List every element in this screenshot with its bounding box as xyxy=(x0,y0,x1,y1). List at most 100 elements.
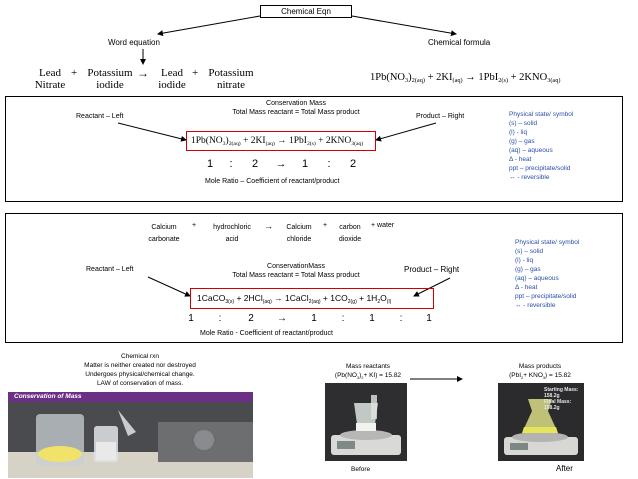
p1-s1: 3 xyxy=(222,141,226,147)
legend2-liquid: (l) - liq xyxy=(515,257,534,264)
panel-conservation-2 xyxy=(5,213,623,343)
p2-word-calcium: Calcium xyxy=(151,224,177,231)
word-potassium: Potassium xyxy=(87,67,133,79)
mass-reactants-equation: (Pb(NO3)2+ KI) = 15.82 xyxy=(318,371,418,382)
mp-s1: 2 xyxy=(521,375,524,380)
chemical-formula-label: Chemical formula xyxy=(428,38,491,47)
mp-c: ) = 15.82 xyxy=(545,372,571,379)
p2-s4: 2(g) xyxy=(347,299,357,305)
p2-t6: O xyxy=(380,293,387,303)
p2-ratio-5: 1 xyxy=(426,313,432,324)
before-scale-photo xyxy=(325,383,407,461)
word-potassium-iodide: Potassium iodide xyxy=(80,67,140,91)
conservation-video-frame[interactable]: Conservation of Mass xyxy=(8,392,253,478)
legend2-aqueous: (aq) – aqueous xyxy=(515,275,559,282)
legend1-heat: Δ - heat xyxy=(509,156,532,163)
arrow-product-right-2 xyxy=(413,277,451,297)
panel1-title: Conservation Mass Total Mass reactant = … xyxy=(196,99,396,117)
after-scale-photo: Starting Mass: 158.2g Final Mass: 158.2g xyxy=(498,383,584,461)
ratio-1: 1 xyxy=(206,158,214,170)
arrow-to-word-equation xyxy=(157,15,261,37)
legend1-reversible: ↔ - reversible xyxy=(509,174,550,181)
panel1-product-right: Product – Right xyxy=(416,113,465,120)
mass-products-title: Mass products xyxy=(518,363,562,370)
ratio-colon-2: : xyxy=(327,158,331,170)
mr-s1: 3 xyxy=(356,375,360,380)
p2-s6: (l) xyxy=(386,299,392,305)
arrow-reactant-left xyxy=(117,122,187,142)
p2-t4: + 1CO xyxy=(320,293,348,303)
p2-ratio-colon-1: : xyxy=(218,313,222,324)
fe-t1: 1Pb(NO xyxy=(370,72,406,83)
p1-t5: + 2KNO xyxy=(315,136,352,146)
p2-ratio-colon-2: : xyxy=(341,313,345,324)
p2-ratio-3: 1 xyxy=(311,313,317,324)
legend1-aqueous: (aq) – aqueous xyxy=(509,147,553,154)
video-title: Conservation of Mass xyxy=(14,393,82,400)
panel2-title-line2: Total Mass reactant = Total Mass product xyxy=(232,272,360,279)
p2-t2: + 2HCl xyxy=(234,293,263,303)
panel2-ratio: 1: 2 → 1: 1: 1 xyxy=(180,313,442,324)
word-plus-1: + xyxy=(71,67,78,79)
legend2-solid: (s) – solid xyxy=(515,248,544,255)
mp-b: + KNO xyxy=(523,372,543,379)
p2-t5: + 1H xyxy=(356,293,378,303)
p2-ratio-arrow: → xyxy=(277,313,287,324)
p2-word-calcium-chloride: Calcium chloride xyxy=(280,222,318,246)
chem-rxn-line2: Matter is neither created nor destroyed xyxy=(84,362,196,369)
ratio-3: 1 xyxy=(301,158,309,170)
word-lead-iodide: Lead iodide xyxy=(155,67,189,91)
mass-products-caption: Mass products (PbI2+ KNO3) = 15.82 xyxy=(490,362,590,382)
p2-word-calcium-2: Calcium xyxy=(286,224,312,231)
word-lead: Lead xyxy=(39,67,61,79)
mr-b: ) xyxy=(359,372,362,379)
fe-t3: + 2KI xyxy=(424,72,453,83)
panel2-mole-ratio: Mole Ratio - Coefficient of reactant/pro… xyxy=(200,330,333,337)
word-potassium-2: Potassium xyxy=(208,67,254,79)
p1-t1: 1Pb(NO xyxy=(191,136,223,146)
word-lead-2: Lead xyxy=(161,67,183,79)
mr-s2: 2 xyxy=(361,375,364,380)
mr-a: (Pb(NO xyxy=(334,372,357,379)
after-label: After xyxy=(556,464,573,473)
ratio-4: 2 xyxy=(349,158,357,170)
ratio-arrow: → xyxy=(275,158,287,170)
p2-word-plus-1: + xyxy=(192,222,197,229)
chem-rxn-notes: Chemical rxn Matter is neither created n… xyxy=(40,352,240,388)
chem-rxn-line3: Undergoes physical/chemical change. xyxy=(85,371,195,378)
video-scene xyxy=(8,402,253,478)
p2-ratio-4: 1 xyxy=(369,313,375,324)
chemical-eqn-box: Chemical Eqn xyxy=(260,5,352,18)
p2-word-arrow: → xyxy=(264,221,273,231)
p1-s4: 2(s) xyxy=(306,141,316,147)
panel1-ratio: 1:2→1:2 xyxy=(200,158,364,170)
chemical-eqn-label: Chemical Eqn xyxy=(281,7,331,16)
panel1-title-line2: Total Mass reactant = Total Mass product xyxy=(232,109,360,116)
word-equation-label: Word equation xyxy=(108,38,160,47)
mass-products-equation: (PbI2+ KNO3) = 15.82 xyxy=(490,371,590,382)
chem-rxn-title: Chemical rxn xyxy=(121,353,159,360)
word-lead-nitrate: Lead Nitrate xyxy=(30,67,70,91)
p2-word-calcium-carbonate: Calcium carbonate xyxy=(144,222,184,246)
p2-s3: 2(aq) xyxy=(308,299,321,305)
p2-ratio-colon-3: : xyxy=(399,313,403,324)
p2-ratio-2: 2 xyxy=(248,313,254,324)
mass-reactants-caption: Mass reactants (Pb(NO3)2+ KI) = 15.82 xyxy=(318,362,418,382)
p2-word-acid: acid xyxy=(225,236,239,243)
p1-s5: 3(aq) xyxy=(351,141,364,147)
fe-s4: 2(s) xyxy=(498,77,509,84)
panel1-equation-box: 1Pb(NO3)2(aq) + 2KI(aq) → 1PbI2(s) + 2KN… xyxy=(186,131,376,151)
legend1-title: Physical state/ symbol xyxy=(509,111,574,118)
after-mass-overlay: Starting Mass: 158.2g Final Mass: 158.2g xyxy=(544,387,584,411)
legend2-heat: Δ - heat xyxy=(515,284,538,291)
legend1-liquid: (l) - liq xyxy=(509,129,528,136)
fe-s2: 2(aq) xyxy=(411,77,425,84)
mp-a: (PbI xyxy=(509,372,522,379)
p2-ratio-1: 1 xyxy=(188,313,194,324)
fe-t4: → 1PbI xyxy=(462,72,499,83)
fe-s1: 3 xyxy=(405,77,409,84)
p2-word-hydrochloric-acid: hydrochloric acid xyxy=(205,222,259,246)
mp-s2: 3 xyxy=(542,375,546,380)
formula-equation: 1Pb(NO3)2(aq) + 2KI(aq) → 1PbI2(s) + 2KN… xyxy=(370,72,560,84)
